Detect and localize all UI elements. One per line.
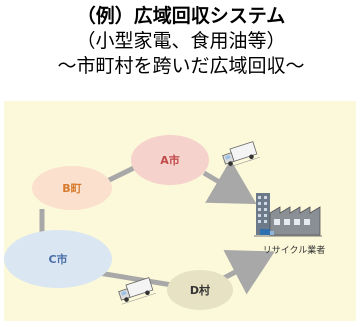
title-subtitle: （小型家電、食用油等） <box>76 30 286 52</box>
node-a-label: A市 <box>160 153 180 167</box>
node-d: D村 <box>167 270 233 310</box>
title-block: （例）広域回収システム （小型家電、食用油等） ～市町村を跨いだ広域回収～ <box>0 4 362 79</box>
factory-icon <box>254 193 322 237</box>
node-d-label: D村 <box>190 283 210 297</box>
node-b: B町 <box>32 166 112 210</box>
arrow-d-to-recycler <box>220 250 275 295</box>
node-c: C市 <box>4 230 112 288</box>
title-main: （例）広域回収システム <box>76 5 286 27</box>
title-caption: ～市町村を跨いだ広域回収～ <box>57 55 305 77</box>
truck-icon <box>118 277 157 305</box>
arrow-a-to-recycler <box>202 159 257 205</box>
node-b-label: B町 <box>62 182 81 195</box>
recycler-label: リサイクル業者 <box>263 244 326 256</box>
arrows-to-recycler <box>202 159 275 295</box>
collection-diagram: A市 B町 C市 D村 <box>4 135 326 310</box>
diagram-panel: A市 B町 C市 D村 <box>4 101 356 321</box>
node-a: A市 <box>131 135 209 185</box>
node-c-label: C市 <box>48 252 67 266</box>
truck-icon <box>222 141 261 169</box>
